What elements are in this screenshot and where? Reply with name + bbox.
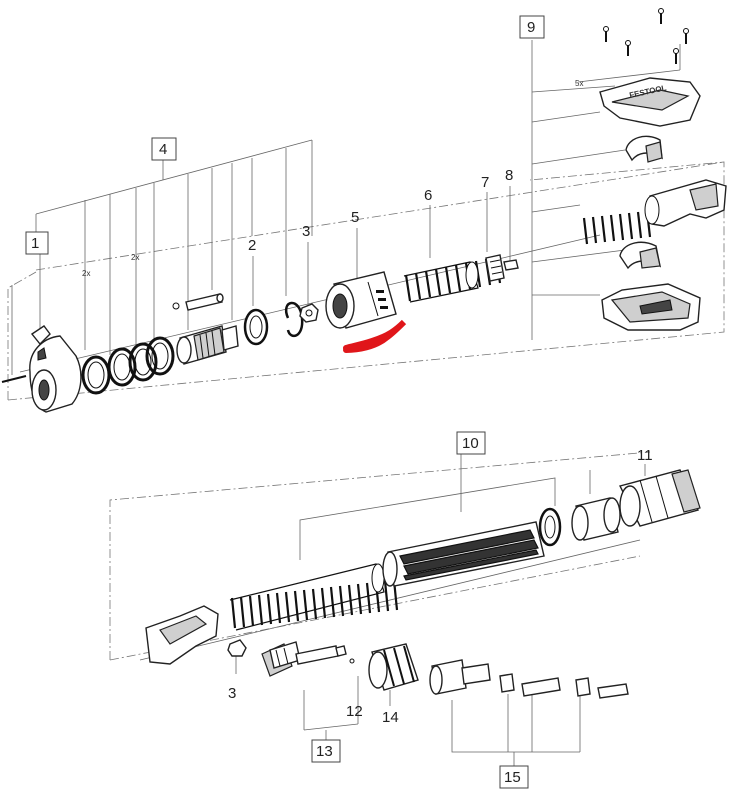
part-valve-stem xyxy=(261,641,355,677)
part-ring xyxy=(243,308,269,346)
part-handle-clip-lower xyxy=(619,241,662,270)
callout-box-13 xyxy=(311,739,341,763)
part-spring-upper xyxy=(403,256,502,303)
callout-14: 14 xyxy=(382,709,399,726)
qty-mark-3: 5x xyxy=(575,79,583,88)
part-handle-cover: FESTOOL xyxy=(599,77,701,127)
part-mesh-sleeve xyxy=(382,521,545,587)
callout-labels: 1 4 2 3 5 6 7 8 9 2x 2x 5x 10 11 3 12 14… xyxy=(25,15,653,789)
callout-7: 7 xyxy=(481,174,489,191)
part-sleeve xyxy=(571,497,621,541)
red-highlight-mark xyxy=(343,319,407,353)
callout-11: 11 xyxy=(637,447,653,464)
callout-4: 4 xyxy=(159,141,167,158)
part-collar xyxy=(325,271,397,329)
callout-6: 6 xyxy=(424,187,432,204)
part-snap-ring xyxy=(284,301,304,338)
part-gear-collar xyxy=(368,643,419,691)
callout-box-9 xyxy=(519,15,545,39)
part-nozzle-cap xyxy=(1,335,82,413)
callout-box-1 xyxy=(25,231,49,255)
part-handle-spring xyxy=(582,179,727,245)
callout-13: 13 xyxy=(316,743,333,760)
callout-1: 1 xyxy=(31,235,39,252)
callout-box-15 xyxy=(499,765,529,789)
part-small-clip xyxy=(30,325,51,361)
part-nut-lower xyxy=(227,639,247,657)
qty-mark-2: 2x xyxy=(131,253,139,262)
part-end-cap xyxy=(618,469,701,527)
part-pin xyxy=(172,293,224,311)
callout-12: 12 xyxy=(346,703,363,720)
part-nut xyxy=(299,303,319,323)
callout-15: 15 xyxy=(504,769,521,786)
callout-box-10 xyxy=(456,431,486,455)
lower-leader-lines xyxy=(235,454,646,766)
lower-axis-line xyxy=(139,539,641,661)
upper-leader-lines xyxy=(11,40,681,375)
part-ring-lower xyxy=(538,507,562,547)
part-spring-lower xyxy=(229,563,399,631)
callout-10: 10 xyxy=(462,435,479,452)
upper-axis-line xyxy=(19,234,601,373)
part-valve-body xyxy=(176,325,239,365)
callout-box-4 xyxy=(151,137,177,161)
part-housing-half xyxy=(601,283,701,331)
callout-3-top: 3 xyxy=(302,223,310,240)
part-screws xyxy=(603,8,689,64)
part-o-ring-set xyxy=(81,336,175,395)
callout-5: 5 xyxy=(351,209,359,226)
qty-mark-1: 2x xyxy=(82,269,90,278)
part-adapter xyxy=(429,659,491,695)
part-shaft xyxy=(485,254,519,282)
part-housing-lower xyxy=(145,605,219,665)
part-handle-clip xyxy=(625,135,663,163)
callout-9: 9 xyxy=(527,19,535,36)
callout-3-bottom: 3 xyxy=(228,685,236,702)
callout-2: 2 xyxy=(248,237,256,254)
part-small-parts-set xyxy=(499,673,629,699)
callout-8: 8 xyxy=(505,167,513,184)
upper-assembly-frame xyxy=(7,161,725,401)
